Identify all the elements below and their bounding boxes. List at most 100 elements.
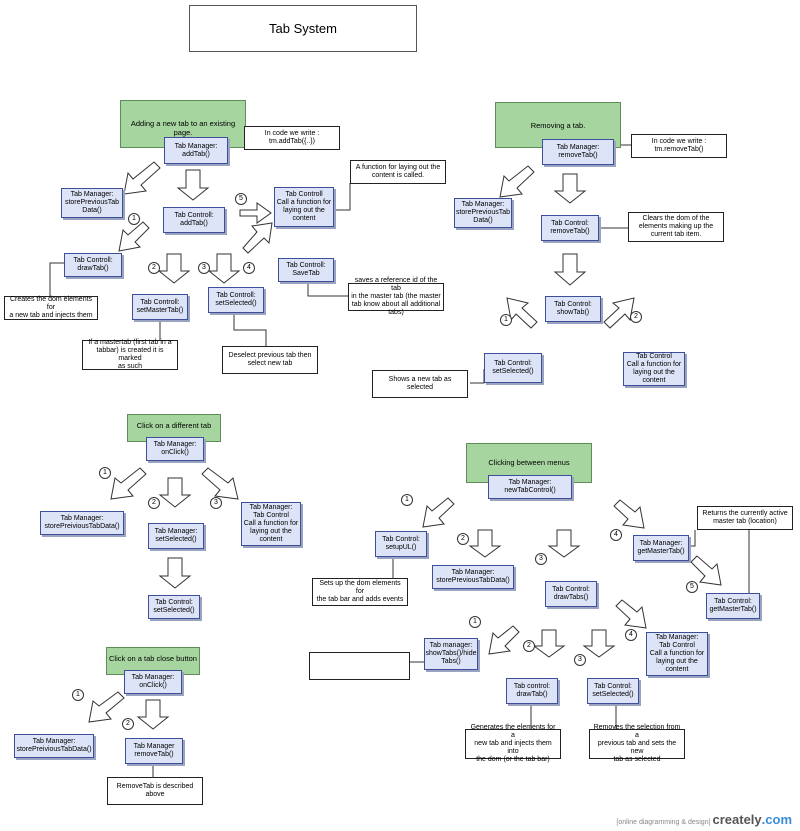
- footer-brand: creately: [712, 812, 762, 827]
- step-number: 1: [99, 467, 111, 479]
- step-number: 4: [610, 529, 622, 541]
- node-tc-setselected-r: Tab Control: setSelected(): [484, 353, 542, 383]
- node-tc-call-layout: Tab Controll Call a function for laying …: [274, 187, 334, 227]
- step-number: 1: [500, 314, 512, 326]
- node-tm-removetab: Tab Manager: removeTab(): [542, 139, 614, 165]
- note-layout-called: A function for laying out the content is…: [350, 160, 446, 184]
- node-tm-addtab: Tab Manager: addTab(): [164, 137, 228, 164]
- creately-logo[interactable]: creately.com: [713, 812, 793, 827]
- node-tc-drawtabs: Tab Control: drawTabs(): [545, 581, 597, 607]
- flow-arrow: [422, 497, 455, 528]
- node-tm-showtabs: Tab manager: showTabs()/hide Tabs(): [424, 638, 478, 670]
- note-empty: [309, 652, 410, 680]
- node-tc-addtab: Tab Controll: addTab(): [163, 207, 225, 233]
- node-tc-drawtab: Tab Controll: drawTab(): [64, 253, 122, 277]
- node-tc-setselected-c: Tab Control: setSelected(): [148, 595, 200, 619]
- step-number: 5: [686, 581, 698, 593]
- note-clears-dom: Clears the dom of the elements making up…: [628, 212, 724, 242]
- step-number: 3: [574, 654, 586, 666]
- flow-arrow: [158, 557, 192, 589]
- note-shows-selected: Shows a new tab as selected: [372, 370, 468, 398]
- flow-arrow: [207, 253, 241, 284]
- node-tm-getmaster: Tab Manager: getMasterTab(): [633, 535, 689, 561]
- flow-arrow: [136, 699, 170, 730]
- step-number: 1: [401, 494, 413, 506]
- note-code-addtab: In code we write : tm.addTab({..}): [244, 126, 340, 150]
- node-tc-setselected-m: Tab Control: setSelected(): [587, 678, 639, 704]
- node-tm-onclick-x: Tab Manager: onClick(): [124, 670, 182, 694]
- footer-brand-suffix: .com: [761, 812, 792, 827]
- step-number: 4: [243, 262, 255, 274]
- step-number: 4: [625, 629, 637, 641]
- flow-arrow: [468, 529, 502, 558]
- step-number: 2: [523, 640, 535, 652]
- note-creates-dom: Creates the dom elements for a new tab a…: [4, 296, 98, 320]
- node-tc-call-layout-r: Tab Control Call a function for laying o…: [623, 352, 685, 386]
- node-tm-removetab-x: Tab Manager removeTab(): [125, 738, 183, 764]
- note-returns-master: Returns the currently active master tab …: [697, 506, 793, 530]
- flow-arrow: [553, 173, 587, 204]
- node-tc-removetab: Tab Control: removeTab(): [541, 215, 599, 241]
- note-sets-up-dom: Sets up the dom elements for the tab bar…: [312, 578, 408, 606]
- page-title: Tab System: [189, 5, 417, 52]
- footer-tagline: [online diagramming & design]: [616, 819, 711, 826]
- node-tm-store-prev-c: Tab Manager: storePreiviousTabData(): [40, 511, 124, 535]
- step-number: 2: [148, 262, 160, 274]
- node-tm-tc-call-layout-m: Tab Manager: Tab Control Call a function…: [646, 632, 708, 676]
- flow-arrow: [615, 599, 647, 629]
- flow-arrow: [110, 467, 147, 500]
- flow-arrow: [506, 297, 538, 329]
- node-tc-getmaster: Tab Control: getMasterTab(): [706, 593, 760, 619]
- step-number: 5: [235, 193, 247, 205]
- step-number: 3: [210, 497, 222, 509]
- step-number: 1: [72, 689, 84, 701]
- flow-arrow: [118, 221, 150, 252]
- flow-arrow: [547, 529, 581, 558]
- note-code-removetab: In code we write : tm.removeTab(): [631, 134, 727, 158]
- node-tm-store-prev-x: Tab Manager: storePreiviousTabData(): [14, 734, 94, 758]
- flow-arrow: [532, 629, 566, 658]
- node-tc-showtab: Tab Control: showTab(): [545, 296, 601, 322]
- flow-arrow: [239, 202, 272, 224]
- node-tm-store-prev: Tab Manager: storePreviousTab Data(): [61, 188, 123, 218]
- node-tm-tc-call-layout-c: Tab Manager: Tab Control Call a function…: [241, 502, 301, 546]
- step-number: 3: [535, 553, 547, 565]
- step-number: 2: [457, 533, 469, 545]
- note-generates-elements: Generates the elements for a new tab and…: [465, 724, 561, 763]
- step-number: 3: [198, 262, 210, 274]
- step-number: 1: [128, 213, 140, 225]
- note-removetab-described: RemoveTab is described above: [107, 777, 203, 805]
- flow-arrow: [123, 161, 161, 195]
- node-tm-store-prev-r: Tab Manager: storePreviousTab Data(): [454, 198, 512, 228]
- note-removes-selection: Removes the selection from a previous ta…: [589, 724, 685, 763]
- node-tm-setselected: Tab Manager: setSelected(): [148, 523, 204, 549]
- node-tm-onclick: Tab Manager: onClick(): [146, 437, 204, 461]
- flow-arrow: [613, 499, 645, 529]
- step-number: 2: [122, 718, 134, 730]
- flow-arrow: [488, 625, 520, 655]
- note-saves-reference: saves a reference id of the tab in the m…: [348, 277, 444, 316]
- node-tc-setupui: Tab Control: setupUL(): [375, 531, 427, 557]
- flow-arrow: [88, 691, 125, 723]
- node-tc-setmaster: Tab Controll: setMasterTab(): [132, 294, 188, 320]
- flow-arrow: [582, 629, 616, 658]
- flow-arrow: [603, 297, 635, 329]
- node-tm-newtabcontrol: Tab Manager: newTabControl(): [488, 475, 572, 499]
- node-tc-drawtab-m: Tab control: drawTab(): [506, 678, 558, 704]
- node-tm-store-prev-m: Tab Manager: storePreviousTabData(): [432, 565, 514, 589]
- step-number: 1: [469, 616, 481, 628]
- flow-arrow: [157, 253, 191, 284]
- node-tc-savetab: Tab Controll: SaveTab: [278, 258, 334, 282]
- node-tc-setselected-a: Tab Controll: setSelected(): [208, 287, 264, 313]
- flow-arrow: [553, 253, 587, 286]
- flow-arrow: [242, 222, 273, 254]
- step-number: 2: [630, 311, 642, 323]
- step-number: 2: [148, 497, 160, 509]
- flow-arrow: [158, 477, 192, 508]
- flow-arrow: [499, 165, 535, 198]
- flow-arrow: [201, 467, 239, 500]
- flow-arrow: [176, 169, 210, 201]
- flow-arrow: [690, 555, 722, 586]
- note-deselect-previous: Deselect previous tab then select new ta…: [222, 346, 318, 374]
